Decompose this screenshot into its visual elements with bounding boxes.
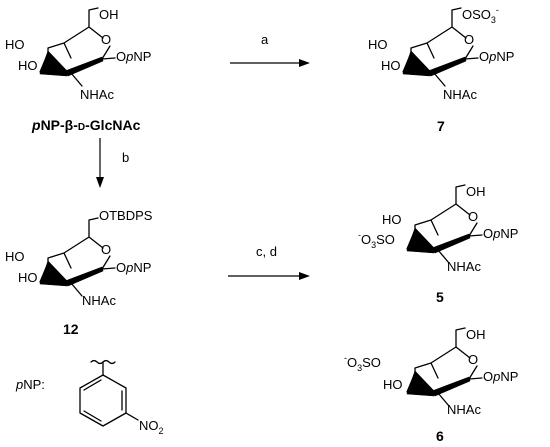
start-nhac: NHAc (80, 87, 114, 102)
cpd7-ho4: HO (368, 37, 388, 52)
pnp-legend: pNP: NO2 (15, 359, 164, 436)
cpd7-oso3: OSO3- (462, 5, 499, 25)
start-ho4: HO (5, 37, 25, 52)
cpd6-aglycone: OpNP (483, 369, 518, 384)
compound-6: OH -O3SO HO O OpNP NHAc 6 (344, 327, 518, 444)
reagent-cd: c, d (256, 244, 277, 259)
cpd5-oso3-3: -O3SO (358, 230, 395, 250)
nitro-group: NO2 (139, 418, 164, 436)
start-molecule: OH HO HO O OpNP NHAc pNP-β-D-GlcNAc (5, 7, 151, 133)
cpd7-aglycone: OpNP (479, 49, 514, 64)
compound-5: OH HO -O3SO O OpNP NHAc 5 (358, 184, 518, 305)
pnp-legend-label: pNP: (15, 377, 45, 392)
svg-text:O: O (468, 209, 478, 224)
start-ring-o: O (101, 32, 111, 47)
reagent-b: b (122, 150, 129, 165)
arrow-a: a (230, 32, 310, 67)
cpd12-otbdps: OTBDPS (99, 208, 153, 223)
cpd6-oh6: OH (466, 327, 486, 342)
compound-12: OTBDPS HO HO O OpNP NHAc 12 (5, 208, 153, 337)
cpd5-aglycone: OpNP (483, 226, 518, 241)
start-oh6: OH (99, 7, 119, 22)
start-name: pNP-β-D-GlcNAc (31, 117, 141, 133)
cpd6-oso3-4: -O3SO (344, 353, 381, 373)
benzene-ring (79, 374, 127, 427)
arrow-cd: c, d (228, 244, 310, 280)
cpd12-ho4: HO (5, 249, 25, 264)
svg-text:O: O (468, 352, 478, 367)
cpd7-label: 7 (437, 118, 445, 134)
reagent-a: a (261, 32, 269, 47)
cpd5-nhac: NHAc (447, 259, 481, 274)
cpd6-nhac: NHAc (447, 402, 481, 417)
cpd7-nhac: NHAc (443, 87, 477, 102)
cpd7-ho3: HO (381, 58, 401, 73)
cpd6-label: 6 (436, 428, 444, 444)
arrow-b: b (96, 138, 129, 188)
cpd5-label: 5 (436, 289, 444, 305)
svg-text:O: O (101, 242, 111, 257)
start-aglycone: OpNP (116, 49, 151, 64)
ring-front-bond-2 (64, 56, 104, 77)
svg-text:O: O (464, 32, 474, 47)
cpd5-ho4: HO (382, 212, 402, 227)
cpd6-ho3: HO (383, 377, 403, 392)
ring-front-bond (39, 50, 68, 77)
cpd12-ho3: HO (18, 270, 38, 285)
cpd12-nhac: NHAc (82, 293, 116, 308)
nhac-bond (70, 72, 83, 87)
start-ho3: HO (18, 58, 38, 73)
cpd12-aglycone: OpNP (116, 260, 151, 275)
compound-7: OSO3- HO HO O OpNP NHAc 7 (368, 5, 514, 134)
cpd12-label: 12 (63, 321, 79, 337)
cpd5-oh6: OH (466, 184, 486, 199)
